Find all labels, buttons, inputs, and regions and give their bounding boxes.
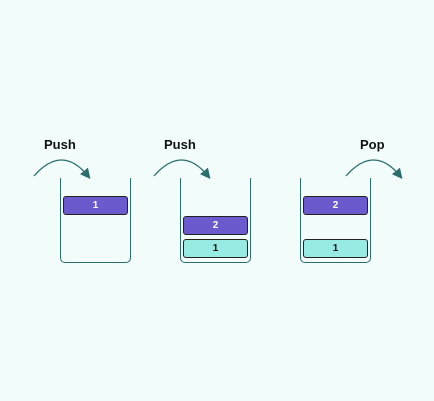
stack-block-2-top: 2 (183, 216, 248, 235)
push-arrow-1 (33, 159, 91, 180)
stack-block-1-top: 1 (63, 196, 128, 215)
stack-block-3-top: 2 (303, 196, 368, 215)
push-label-2: Push (164, 137, 196, 152)
pop-arrow (345, 159, 403, 180)
stack-block-3-bottom: 1 (303, 239, 368, 258)
stack-container-2: 2 1 (180, 178, 251, 263)
push-label-1: Push (44, 137, 76, 152)
stack-container-3: 2 1 (300, 178, 371, 263)
push-arrow-2 (153, 159, 211, 180)
stack-block-2-bottom: 1 (183, 239, 248, 258)
stack-container-1: 1 (60, 178, 131, 263)
pop-label: Pop (360, 137, 385, 152)
